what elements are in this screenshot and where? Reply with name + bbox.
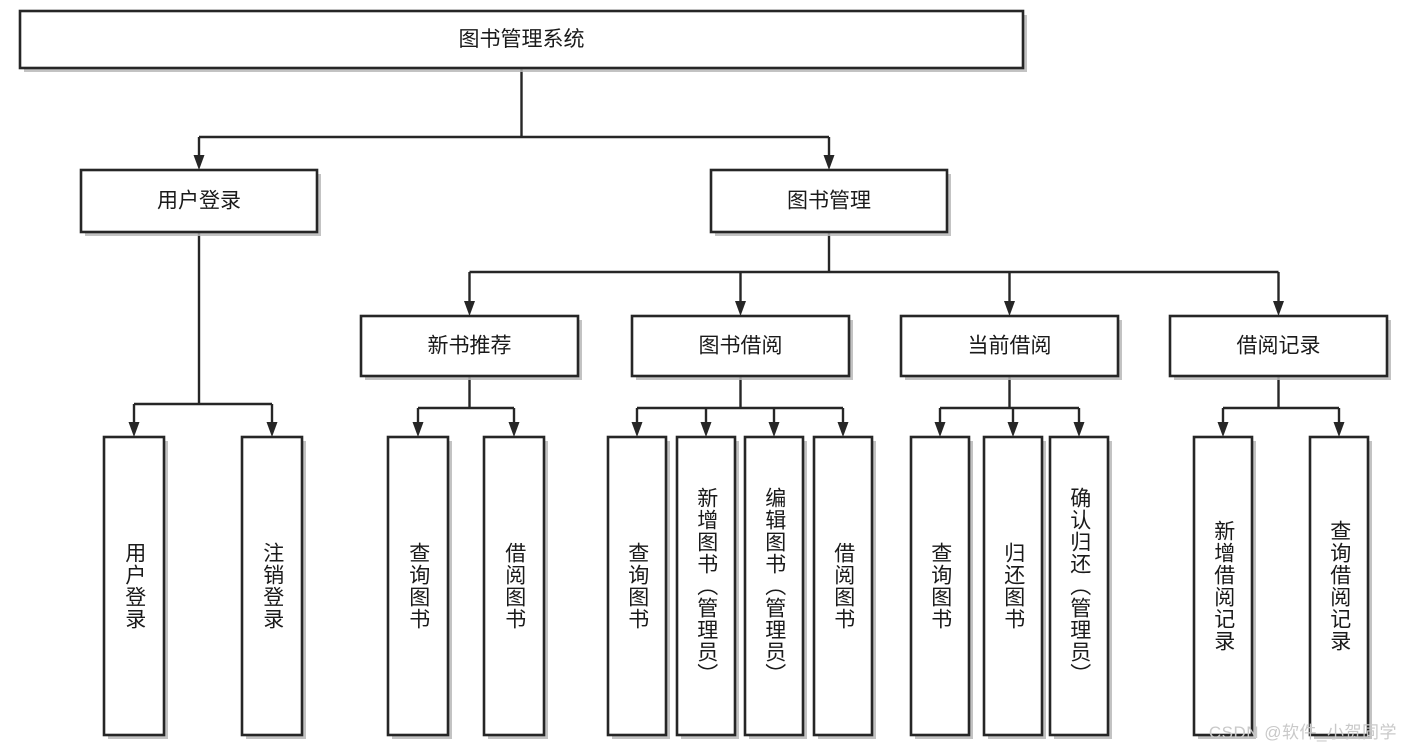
node-box-current-borrow[interactable] — [899, 314, 1120, 378]
arrow-to-leaf-edit-book — [768, 422, 780, 437]
arrow-to-book-borrow — [735, 301, 746, 316]
node-box-leaf-logout[interactable] — [240, 435, 304, 737]
arrow-to-leaf-confirm-return — [1073, 422, 1085, 437]
node-box-leaf-query-book-rec[interactable] — [386, 435, 450, 737]
arrow-to-leaf-user-login — [128, 422, 140, 437]
node-box-user-login[interactable] — [79, 168, 319, 234]
arrow-to-leaf-query-book-rec — [412, 422, 424, 437]
node-box-borrow-record[interactable] — [1168, 314, 1389, 378]
node-box-leaf-edit-book[interactable] — [743, 435, 805, 737]
arrow-to-book-manage — [823, 155, 835, 170]
connectors-layer — [128, 68, 1345, 437]
node-label-current-borrow: 当前借阅 — [968, 335, 1052, 358]
arrow-to-borrow-record — [1273, 301, 1284, 316]
arrow-to-leaf-borrow-book — [837, 422, 849, 437]
node-label-borrow-record: 借阅记录 — [1237, 335, 1321, 358]
node-box-leaf-add-record[interactable] — [1192, 435, 1254, 737]
node-label-root: 图书管理系统 — [459, 28, 585, 51]
arrow-to-current-borrow — [1004, 301, 1015, 316]
node-box-book-borrow[interactable] — [630, 314, 851, 378]
node-box-leaf-query-record[interactable] — [1308, 435, 1370, 737]
node-box-leaf-borrow-book[interactable] — [812, 435, 874, 737]
arrow-to-leaf-query-book-cur — [934, 422, 946, 437]
csdn-watermark: CSDN @软件_小贺同学 — [1208, 723, 1397, 742]
node-box-book-manage[interactable] — [709, 168, 949, 234]
arrow-to-leaf-query-record — [1333, 422, 1345, 437]
arrow-to-leaf-borrow-book-rec — [508, 422, 520, 437]
arrow-to-leaf-query-book-borrow — [631, 422, 643, 437]
arrow-to-leaf-logout — [266, 422, 278, 437]
node-box-root[interactable] — [18, 9, 1025, 70]
node-box-leaf-confirm-return[interactable] — [1048, 435, 1110, 737]
arrow-to-leaf-return-book — [1007, 422, 1019, 437]
arrow-to-user-login — [193, 155, 205, 170]
node-boxes-layer — [18, 9, 1391, 739]
node-label-user-login: 用户登录 — [157, 190, 241, 213]
node-box-leaf-return-book[interactable] — [982, 435, 1044, 737]
node-box-leaf-query-book-cur[interactable] — [909, 435, 971, 737]
node-label-book-manage: 图书管理 — [787, 190, 871, 213]
arrow-to-leaf-add-record — [1217, 422, 1229, 437]
node-box-leaf-borrow-book-rec[interactable] — [482, 435, 546, 737]
arrow-to-leaf-add-book — [700, 422, 712, 437]
node-box-leaf-add-book[interactable] — [675, 435, 737, 737]
node-label-book-borrow: 图书借阅 — [699, 335, 783, 358]
node-label-new-book-rec: 新书推荐 — [428, 335, 512, 358]
arrow-to-new-book-rec — [464, 301, 475, 316]
node-box-leaf-query-book-borrow[interactable] — [606, 435, 668, 737]
node-box-new-book-rec[interactable] — [359, 314, 580, 378]
node-box-leaf-user-login[interactable] — [102, 435, 166, 737]
